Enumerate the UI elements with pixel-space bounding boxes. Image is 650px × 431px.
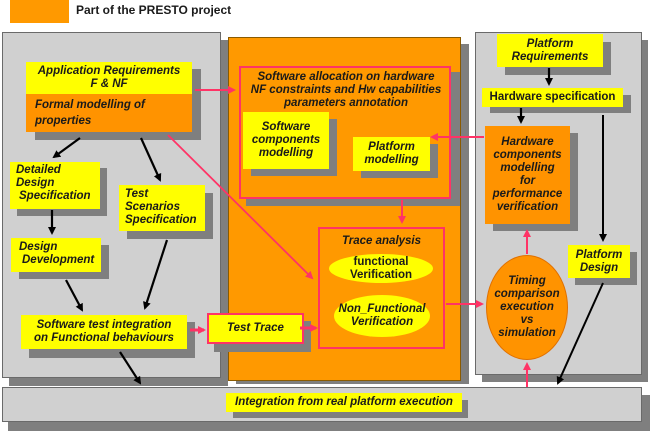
design-development-box: Design Development bbox=[11, 238, 101, 272]
hw-components-line2: components bbox=[493, 149, 562, 161]
test-trace-label: Test Trace bbox=[227, 322, 284, 334]
timing-line1: Timing bbox=[508, 275, 546, 287]
platform-modelling-line2: modelling bbox=[364, 154, 419, 166]
detailed-design-line2: Design bbox=[16, 177, 55, 189]
test-scenarios-box: Test Scenarios Specification bbox=[119, 185, 205, 231]
design-dev-line1: Design bbox=[19, 241, 58, 253]
sw-components-box: Software components modelling bbox=[243, 112, 329, 169]
test-scenarios-line2: Scenarios bbox=[125, 201, 180, 213]
app-requirements-box: Application Requirements F & NF bbox=[26, 62, 192, 94]
sw-allocation-line2: NF constraints and Hw capabilities bbox=[250, 83, 442, 96]
integration-label: Integration from real platform execution bbox=[235, 396, 453, 408]
platform-requirements-box: Platform Requirements bbox=[497, 34, 603, 67]
timing-line5: simulation bbox=[498, 327, 556, 339]
sw-test-integration-box: Software test integration on Functional … bbox=[21, 315, 187, 349]
app-req-line1: Application Requirements bbox=[37, 65, 181, 77]
design-dev-line2: Development bbox=[22, 254, 95, 266]
timing-line2: comparison bbox=[494, 288, 560, 300]
functional-verification-line2: Verification bbox=[350, 268, 412, 281]
non-functional-verification-line1: Non_Functional bbox=[338, 303, 426, 315]
sw-test-integration-line2: on Functional behaviours bbox=[34, 332, 174, 344]
hw-components-line1: Hardware bbox=[501, 136, 554, 148]
hw-components-line5: performance bbox=[492, 188, 563, 200]
hw-components-box: Hardware components modelling for perfor… bbox=[485, 126, 570, 224]
timing-line3: execution bbox=[500, 301, 554, 313]
legend-label: Part of the PRESTO project bbox=[76, 3, 232, 17]
integration-box: Integration from real platform execution bbox=[226, 393, 462, 412]
sw-allocation-line1: Software allocation on hardware bbox=[257, 70, 435, 83]
formal-modelling-line1: Formal modelling of bbox=[35, 99, 145, 111]
test-trace-box: Test Trace bbox=[207, 313, 304, 344]
platform-modelling-line1: Platform bbox=[368, 141, 415, 153]
non-functional-verification-ellipse: Non_Functional Verification bbox=[334, 295, 430, 337]
functional-verification-ellipse: functional Verification bbox=[329, 254, 433, 283]
hw-components-line6: verification bbox=[496, 201, 559, 213]
detailed-design-line1: Detailed bbox=[16, 164, 61, 176]
sw-test-integration-line1: Software test integration bbox=[36, 319, 172, 331]
app-req-line2: F & NF bbox=[90, 78, 128, 90]
test-scenarios-line3: Specification bbox=[125, 214, 197, 226]
legend-swatch bbox=[10, 0, 69, 23]
trace-analysis-frame bbox=[318, 227, 445, 349]
sw-components-line1: Software bbox=[261, 121, 311, 133]
hw-components-line3: modelling bbox=[500, 162, 555, 174]
detailed-design-line3: Specification bbox=[19, 190, 91, 202]
formal-modelling-box: Formal modelling of properties bbox=[26, 94, 192, 132]
platform-modelling-box: Platform modelling bbox=[353, 137, 430, 171]
functional-verification-line1: functional bbox=[353, 255, 409, 268]
non-functional-verification-line2: Verification bbox=[350, 316, 414, 328]
sw-allocation-line3: parameters annotation bbox=[284, 96, 408, 109]
platform-design-box: Platform Design bbox=[568, 245, 630, 278]
timing-line4: vs bbox=[520, 314, 534, 326]
sw-components-line3: modelling bbox=[258, 147, 314, 159]
sw-components-line2: components bbox=[251, 134, 321, 146]
formal-modelling-line2: properties bbox=[35, 115, 92, 127]
test-scenarios-line1: Test bbox=[125, 188, 149, 200]
platform-design-line2: Design bbox=[579, 261, 619, 274]
hardware-specification-box: Hardware specification bbox=[482, 88, 623, 107]
platform-design-line1: Platform bbox=[575, 248, 623, 261]
hw-spec-label: Hardware specification bbox=[489, 91, 616, 103]
detailed-design-box: Detailed Design Specification bbox=[10, 162, 100, 209]
trace-analysis-title: Trace analysis bbox=[341, 235, 422, 247]
timing-comparison-ellipse: Timing comparison execution vs simulatio… bbox=[486, 255, 568, 360]
platform-req-line1: Platform bbox=[526, 37, 574, 50]
hw-components-line4: for bbox=[519, 175, 536, 187]
sw-allocation-title: Software allocation on hardware NF const… bbox=[241, 70, 451, 110]
platform-req-line2: Requirements bbox=[511, 50, 589, 63]
